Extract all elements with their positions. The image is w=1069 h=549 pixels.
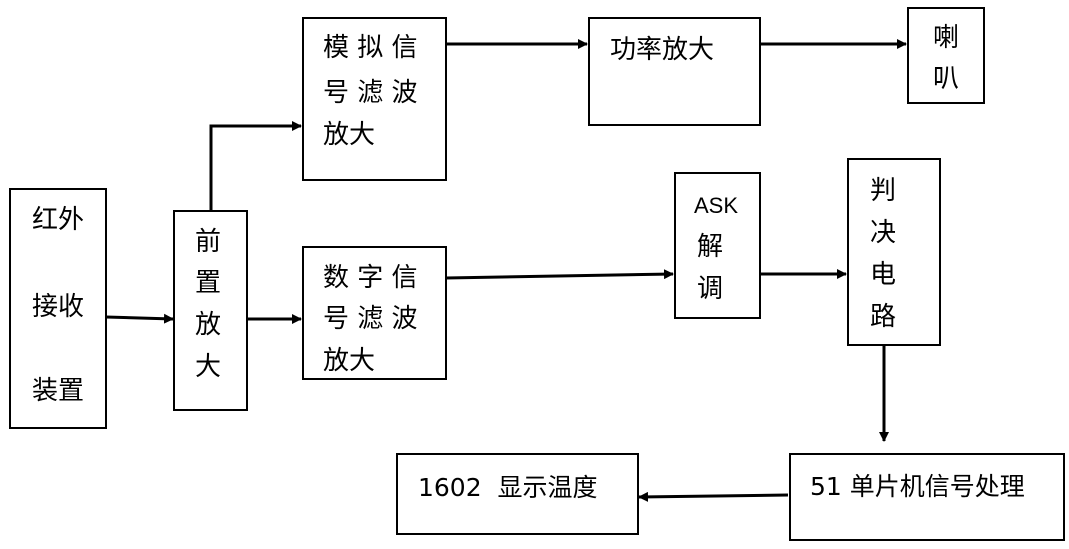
ir-receiver-label-line3: 装置 xyxy=(32,376,85,406)
speaker-label-line1: 喇 xyxy=(933,23,960,53)
ir-receiver-label-line1: 红外 xyxy=(32,205,85,235)
mcu-processing-label: 51 单片机信号处理 xyxy=(810,472,1025,501)
ir-receiver-node xyxy=(9,188,107,429)
ask-demod-label-line3: 调 xyxy=(697,274,724,304)
power-amp-node xyxy=(588,17,761,126)
pre-amplifier-label-line1: 前 xyxy=(195,227,222,257)
lcd-display-label: 1602 显示温度 xyxy=(418,473,598,502)
arrow-ir-receiver-to-pre-amplifier xyxy=(105,313,174,324)
ask-demod-label-line2: 解 xyxy=(697,232,724,262)
ir-receiver-label-line2: 接收 xyxy=(32,292,85,322)
decision-circuit-label-line4: 路 xyxy=(870,302,897,332)
speaker-node xyxy=(907,7,985,104)
analog-filter-amp-label-line3: 放大 xyxy=(323,120,376,150)
speaker-label-line2: 叭 xyxy=(933,64,960,94)
digital-filter-amp-label-line1: 数 字 信 xyxy=(323,263,418,293)
decision-circuit-label-line3: 电 xyxy=(870,260,897,290)
arrow-digital-filter-to-ask-demod xyxy=(445,269,674,280)
analog-filter-amp-label-line2: 号 滤 波 xyxy=(323,78,418,108)
digital-filter-amp-label-line3: 放大 xyxy=(323,346,376,376)
arrow-mcu-to-lcd-display xyxy=(638,491,789,502)
ask-demod-label-line1: ASK xyxy=(694,193,739,218)
decision-circuit-label-line2: 决 xyxy=(870,218,897,248)
pre-amplifier-label-line4: 大 xyxy=(195,352,222,382)
pre-amplifier-label-line2: 置 xyxy=(195,268,222,298)
arrow-pre-amplifier-to-analog-filter xyxy=(209,121,302,210)
decision-circuit-label-line1: 判 xyxy=(870,176,897,206)
pre-amplifier-node xyxy=(173,210,248,411)
ask-demod-node xyxy=(674,172,761,319)
lcd-display-node xyxy=(396,453,639,535)
pre-amplifier-label-line3: 放 xyxy=(195,310,222,340)
analog-filter-amp-label-line1: 模 拟 信 xyxy=(323,33,418,63)
mcu-processing-node xyxy=(789,453,1065,541)
power-amp-label: 功率放大 xyxy=(610,35,715,65)
analog-filter-amp-node xyxy=(302,17,447,181)
digital-filter-amp-label-line2: 号 滤 波 xyxy=(323,304,418,334)
decision-circuit-node xyxy=(847,158,941,346)
digital-filter-amp-node xyxy=(302,246,447,380)
